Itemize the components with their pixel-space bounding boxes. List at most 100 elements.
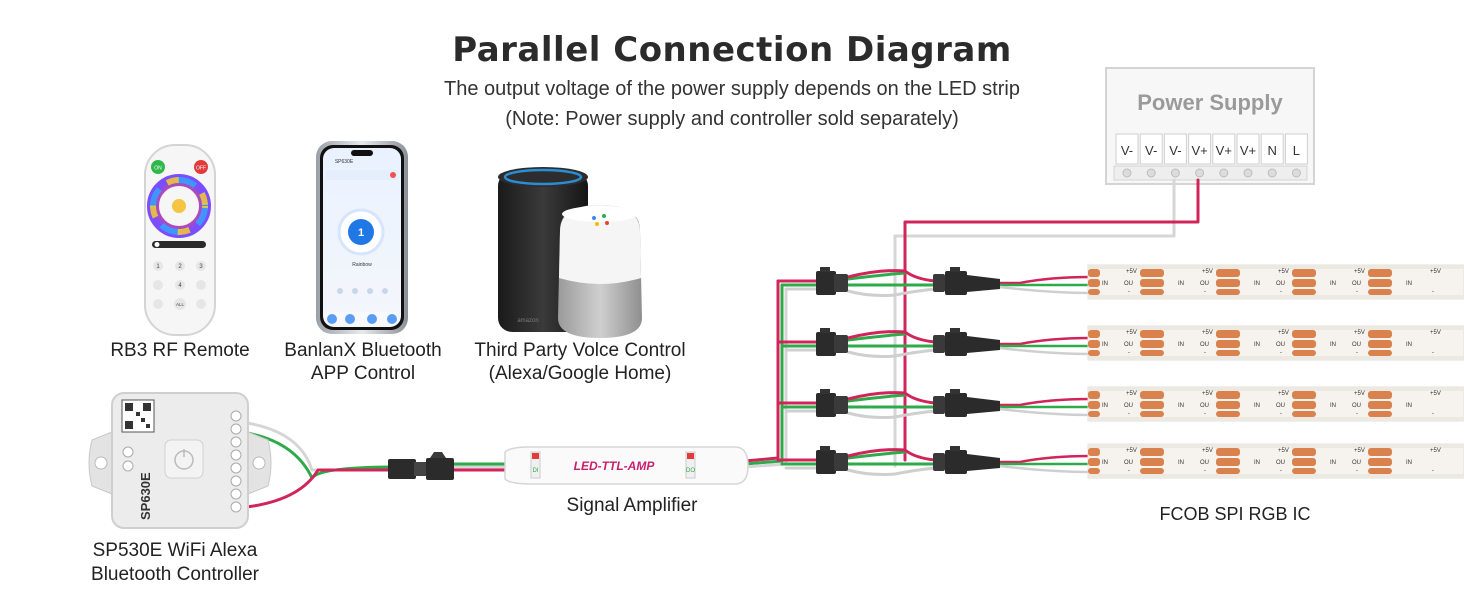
branch-connector-male (933, 328, 1000, 356)
strip-ou-mark: OU (1200, 281, 1209, 287)
strip-minus-mark: - (1128, 468, 1130, 474)
terminal-label: L (1293, 143, 1300, 158)
remote-center-button-icon (172, 199, 186, 213)
strip-minus-mark: - (1128, 350, 1130, 356)
strip-in-mark: IN (1178, 403, 1184, 409)
strip-ou-mark: OU (1352, 460, 1361, 466)
smartphone: SP630E 1 Rainbow (316, 141, 408, 334)
amplifier-label: Signal Amplifier (566, 495, 698, 516)
subtitle-line-1: The output voltage of the power supply d… (444, 78, 1020, 100)
strip-minus-mark: - (1204, 289, 1206, 295)
smart-speakers: amazon (498, 167, 642, 338)
strip-in-mark: IN (1178, 281, 1184, 287)
strip-plus5v-mark: +5V (1202, 448, 1213, 454)
solder-pad (1368, 391, 1392, 417)
strip-minus-mark: - (1204, 411, 1206, 417)
echo-brand-text: amazon (517, 318, 538, 324)
strip-minus-mark: - (1280, 289, 1282, 295)
terminal-label: V+ (1191, 143, 1207, 158)
strip-plus5v-mark: +5V (1278, 391, 1289, 397)
strip-ou-mark: OU (1352, 281, 1361, 287)
strip-ou-mark: OU (1200, 342, 1209, 348)
strip-ou-mark: OU (1124, 281, 1133, 287)
remote-label: RB3 RF Remote (110, 340, 250, 361)
strip-plus5v-mark: +5V (1354, 269, 1365, 275)
strip-plus5v-mark: +5V (1126, 269, 1137, 275)
strip-minus-mark: - (1432, 350, 1434, 356)
voice-label-line-2: (Alexa/Google Home) (488, 363, 672, 384)
strip-label: FCOB SPI RGB IC (1159, 504, 1311, 524)
input-connector (388, 452, 454, 480)
strip-ou-mark: OU (1124, 403, 1133, 409)
strip-plus5v-mark: +5V (1430, 330, 1441, 336)
strip-ou-mark: OU (1276, 403, 1285, 409)
phone-mode-dial-icon (348, 219, 374, 245)
strip-in-mark: IN (1406, 460, 1412, 466)
strip-plus5v-mark: +5V (1202, 391, 1213, 397)
phone-mode-number: 1 (358, 227, 364, 239)
strip-plus5v-mark: +5V (1126, 330, 1137, 336)
strip-minus-mark: - (1432, 289, 1434, 295)
strip-ou-mark: OU (1200, 403, 1209, 409)
solder-pad (1140, 269, 1164, 295)
solder-pad (1216, 269, 1240, 295)
strip-plus5v-mark: +5V (1278, 269, 1289, 275)
strip-in-mark: IN (1406, 403, 1412, 409)
strip-in-mark: IN (1254, 342, 1260, 348)
solder-pad (1292, 448, 1316, 474)
strip-in-mark: IN (1330, 342, 1336, 348)
page-title: Parallel Connection Diagram (452, 30, 1012, 70)
strip-plus5v-mark: +5V (1278, 330, 1289, 336)
strip-minus-mark: - (1280, 411, 1282, 417)
solder-pad (1216, 391, 1240, 417)
strip-minus-mark: - (1204, 468, 1206, 474)
remote-key-2: 2 (178, 264, 182, 270)
remote-key-4: 4 (178, 283, 182, 289)
terminal-label: V- (1121, 143, 1133, 158)
strip-plus5v-mark: +5V (1202, 269, 1213, 275)
solder-pad (1140, 391, 1164, 417)
phone-app-title: SP630E (335, 159, 354, 165)
strip-in-mark: IN (1178, 342, 1184, 348)
strip-in-mark: IN (1102, 342, 1108, 348)
branch-connector-female (816, 446, 848, 474)
solder-pad (1368, 330, 1392, 356)
branch-connector-female (816, 389, 848, 417)
solder-pad (1216, 330, 1240, 356)
strip-ou-mark: OU (1276, 342, 1285, 348)
phone-mode-name: Rainbow (352, 262, 372, 268)
solder-pad (1088, 269, 1100, 295)
controller-label-line-2: Bluetooth Controller (91, 564, 259, 585)
strip-in-mark: IN (1330, 460, 1336, 466)
strip-minus-mark: - (1128, 411, 1130, 417)
branch-connector-male (933, 389, 1000, 417)
solder-pad (1140, 448, 1164, 474)
strip-ou-mark: OU (1276, 460, 1285, 466)
strip-plus5v-mark: +5V (1354, 330, 1365, 336)
strip-plus5v-mark: +5V (1126, 391, 1137, 397)
strip-in-mark: IN (1330, 403, 1336, 409)
strip-plus5v-mark: +5V (1202, 330, 1213, 336)
strip-minus-mark: - (1432, 468, 1434, 474)
solder-pad (1368, 448, 1392, 474)
strip-ou-mark: OU (1352, 342, 1361, 348)
strip-ou-mark: OU (1352, 403, 1361, 409)
solder-pad (1088, 448, 1100, 474)
strip-in-mark: IN (1254, 281, 1260, 287)
strip-minus-mark: - (1128, 289, 1130, 295)
branch-connector-female (816, 267, 848, 295)
strip-in-mark: IN (1406, 342, 1412, 348)
remote-off-button-icon (194, 160, 208, 174)
strip-plus5v-mark: +5V (1278, 448, 1289, 454)
strip-minus-mark: - (1432, 411, 1434, 417)
strip-plus5v-mark: +5V (1430, 269, 1441, 275)
strip-minus-mark: - (1280, 468, 1282, 474)
terminal-label: N (1268, 143, 1277, 158)
remote-off-text: OFF (196, 166, 206, 172)
remote-key-3: 3 (199, 264, 203, 270)
wiring (245, 178, 1200, 509)
solder-pad (1292, 391, 1316, 417)
